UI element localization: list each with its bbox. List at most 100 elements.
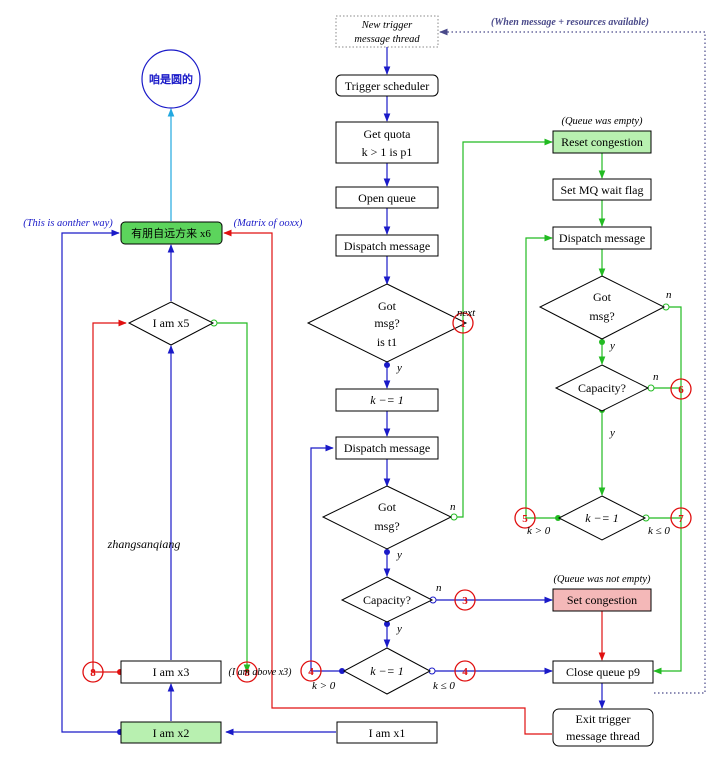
svg-text:6: 6 [678, 384, 684, 396]
edge-gotmsg1-to-reset [455, 138, 553, 324]
svg-text:Dispatch message: Dispatch message [559, 231, 645, 245]
svg-text:Got: Got [593, 290, 612, 304]
edge-x3-to-x5-red [92, 319, 127, 673]
annotation-i-am-above: (I am above x3) [228, 667, 292, 678]
edge-x2-to-x6-another-way [61, 229, 120, 733]
svg-text:k −= 1: k −= 1 [370, 393, 404, 407]
svg-text:Got: Got [378, 299, 397, 313]
marker-8-right: 8 [236, 661, 258, 683]
svg-text:Exit trigger: Exit trigger [576, 712, 631, 726]
svg-text:Reset congestion: Reset congestion [561, 135, 643, 149]
node-got-msg-1: Got msg? is t1 [306, 283, 468, 363]
svg-text:y: y [396, 623, 402, 635]
svg-text:Capacity?: Capacity? [363, 593, 411, 607]
node-set-mq-wait-flag: Set MQ wait flag [552, 178, 652, 201]
svg-text:n: n [653, 371, 659, 383]
annotation-queue-not-empty: (Queue was not empty) [553, 574, 651, 585]
svg-text:msg?: msg? [374, 316, 399, 330]
svg-text:y: y [609, 427, 615, 439]
svg-text:7: 7 [678, 513, 684, 525]
marker-8-left: 8 [82, 661, 104, 683]
edge-exit-to-new-trigger [439, 28, 706, 694]
edge-gotmsg3-to-close [653, 306, 682, 675]
svg-text:Dispatch message: Dispatch message [344, 441, 430, 455]
marker-7: 7 [670, 507, 692, 529]
svg-text:有朋自远方来 x6: 有朋自远方来 x6 [131, 226, 211, 240]
svg-text:k > 0: k > 0 [312, 680, 336, 692]
annotation-zhangsanqiang: zhangsanqiang [107, 537, 181, 551]
svg-text:y: y [396, 549, 402, 561]
svg-text:4: 4 [462, 666, 468, 678]
svg-text:k ≤ 0: k ≤ 0 [648, 525, 670, 537]
svg-text:k −= 1: k −= 1 [585, 511, 619, 525]
node-x6: 有朋自远方来 x6 [120, 221, 223, 245]
node-capacity-2: Capacity? [554, 364, 650, 412]
svg-text:Set congestion: Set congestion [567, 593, 637, 607]
svg-text:I am x3: I am x3 [153, 665, 190, 679]
svg-text:message thread: message thread [566, 729, 640, 743]
svg-text:y: y [396, 362, 402, 374]
svg-text:Got: Got [378, 500, 397, 514]
annotation-matrix: (Matrix of ooxx) [234, 218, 303, 229]
edges-left-column [61, 28, 706, 735]
node-got-msg-2: Got msg? [321, 485, 453, 550]
svg-text:message thread: message thread [354, 34, 420, 45]
marker-4-right: 4 [454, 660, 476, 682]
svg-text:n: n [450, 501, 456, 513]
node-dispatch-message-2: Dispatch message [335, 436, 439, 460]
svg-text:I am x2: I am x2 [153, 726, 190, 740]
svg-text:Open queue: Open queue [358, 191, 416, 205]
node-k-decrement-2: k −= 1 [342, 647, 432, 695]
svg-text:Close queue p9: Close queue p9 [566, 665, 640, 679]
svg-text:New trigger: New trigger [361, 20, 413, 31]
node-set-congestion: Set congestion [552, 588, 652, 612]
svg-text:Capacity?: Capacity? [578, 381, 626, 395]
marker-5: 5 [514, 507, 536, 529]
node-circle-top: 咱是圆的 [141, 49, 201, 109]
node-i-am-x5: I am x5 [127, 301, 215, 346]
svg-text:n: n [666, 289, 672, 301]
svg-text:1: 1 [460, 318, 466, 330]
node-dispatch-message-1: Dispatch message [335, 234, 439, 257]
node-close-queue: Close queue p9 [552, 660, 654, 684]
svg-text:8: 8 [90, 667, 96, 679]
svg-text:n: n [436, 582, 442, 594]
edge-x5-loop [214, 322, 251, 673]
svg-text:k > 0: k > 0 [527, 525, 551, 537]
node-i-am-x1: I am x1 [336, 721, 438, 744]
node-exit-trigger: Exit trigger message thread [552, 708, 654, 747]
svg-text:k −= 1: k −= 1 [370, 664, 404, 678]
node-dispatch-message-3: Dispatch message [552, 226, 652, 250]
svg-text:k > 1 is p1: k > 1 is p1 [362, 145, 413, 159]
svg-text:I am x5: I am x5 [153, 316, 190, 330]
annotation-queue-empty: (Queue was empty) [561, 116, 643, 127]
marker-4-left: 4 [300, 660, 322, 682]
node-got-msg-3: Got msg? [538, 275, 666, 340]
marker-3: 3 [454, 589, 476, 611]
svg-text:y: y [609, 340, 615, 352]
edge-kdec3-loop-back [525, 234, 558, 519]
annotation-when-available: (When message + resources available) [491, 17, 649, 28]
svg-text:Get quota: Get quota [364, 127, 412, 141]
annotation-next: next [457, 307, 476, 319]
svg-text:8: 8 [244, 667, 250, 679]
node-i-am-x2: I am x2 [120, 721, 222, 744]
svg-text:Trigger scheduler: Trigger scheduler [345, 79, 430, 93]
edge-kdec2-loop-back [310, 444, 343, 672]
node-k-decrement-3: k −= 1 [557, 495, 647, 541]
marker-6: 6 [670, 378, 692, 400]
svg-text:I am x1: I am x1 [369, 726, 406, 740]
node-k-decrement-1: k −= 1 [335, 388, 439, 412]
edge-exit-to-x6-matrix [223, 229, 552, 735]
node-get-quota: Get quota k > 1 is p1 [335, 121, 439, 164]
svg-text:msg?: msg? [374, 519, 399, 533]
annotation-another-way: (This is aonther way) [23, 218, 113, 229]
node-capacity-1: Capacity? [340, 576, 434, 623]
node-new-trigger: New trigger message thread [335, 15, 439, 48]
svg-text:3: 3 [462, 595, 468, 607]
edge-gotmsg2-to-reset [453, 323, 464, 518]
node-reset-congestion: Reset congestion [552, 130, 652, 154]
svg-text:is t1: is t1 [377, 335, 397, 349]
